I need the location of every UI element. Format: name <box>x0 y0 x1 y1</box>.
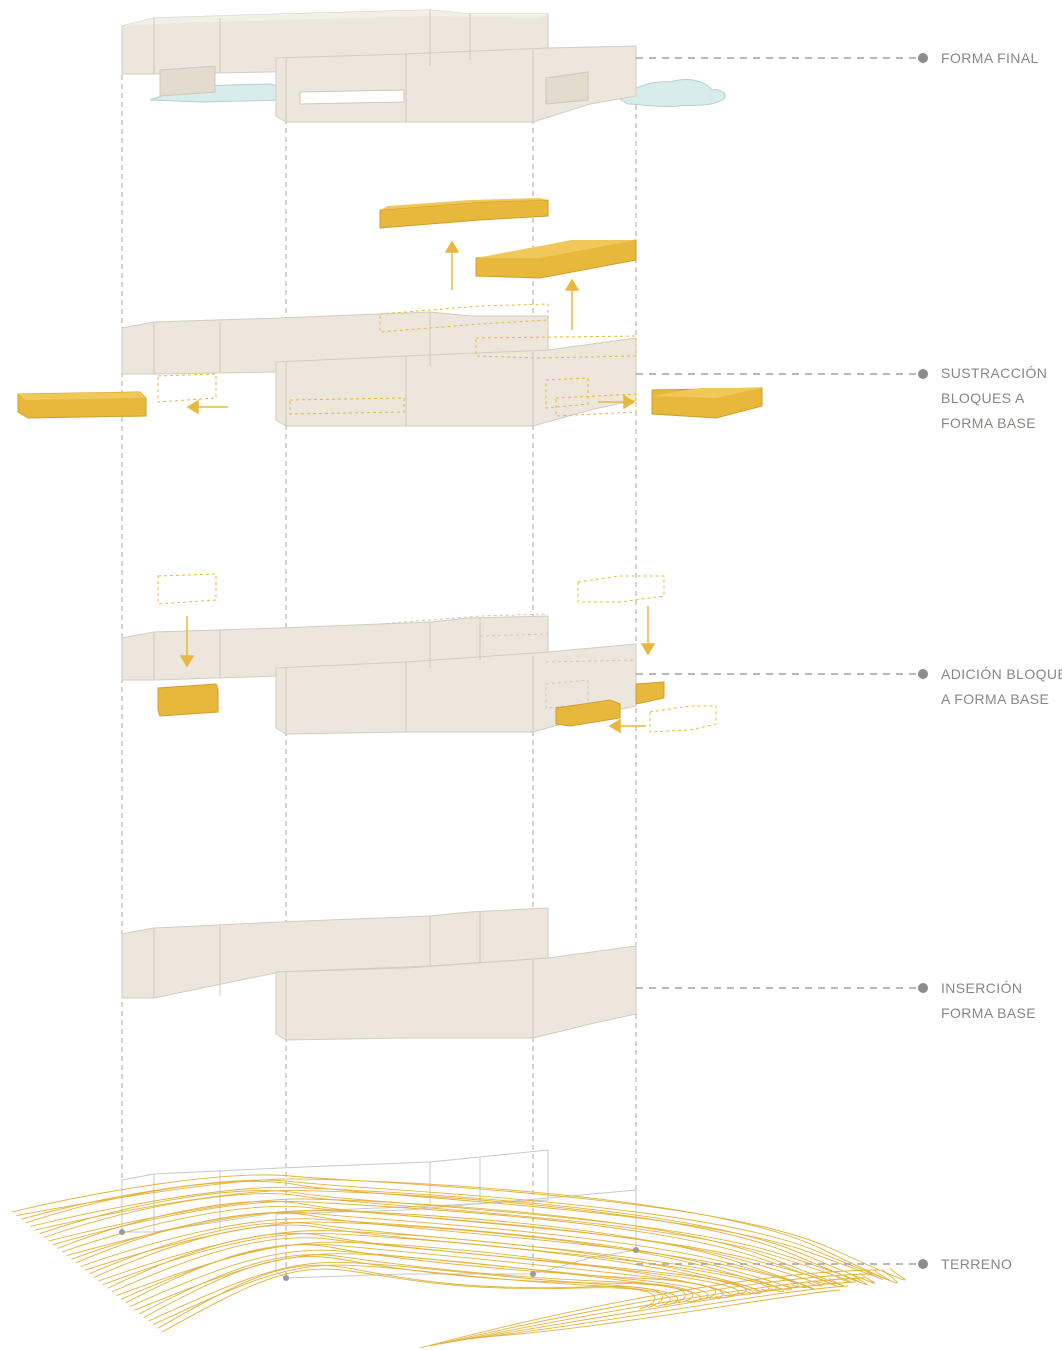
contour-line <box>80 1218 792 1291</box>
contour-line <box>439 1277 865 1345</box>
add-edges <box>153 618 534 734</box>
added-block-right-1 <box>555 699 621 727</box>
subtracted-block-top-1-top <box>380 198 548 210</box>
contour-line <box>75 1212 800 1288</box>
leader-dot-adicion <box>918 669 928 679</box>
final-back-top <box>122 10 548 26</box>
contour-line <box>161 1268 656 1333</box>
leader-dot-terreno <box>918 1259 928 1269</box>
base-back-mass <box>121 907 549 999</box>
final-opening-right <box>545 71 589 105</box>
contour-line <box>459 1285 849 1341</box>
label-sustraccion-line-1: SUSTRACCIÓN <box>941 365 1047 381</box>
label-adicion-line-2: A FORMA BASE <box>941 691 1049 707</box>
base-edges <box>153 912 534 1040</box>
label-sustraccion-line-3: FORMA BASE <box>941 415 1036 431</box>
layer-terreno <box>11 1149 906 1349</box>
stage-labels: FORMA FINAL SUSTRACCIÓN BLOQUES A FORMA … <box>941 50 1062 1272</box>
contour-line <box>120 1243 724 1300</box>
sub-ghost-outlines <box>157 303 637 417</box>
arrow-left <box>186 399 228 415</box>
contour-line <box>11 1174 906 1281</box>
label-forma-final-line-1: FORMA FINAL <box>941 50 1039 66</box>
contour-line <box>152 1264 671 1326</box>
subtracted-block-right-top <box>652 388 762 398</box>
contour-line <box>102 1232 754 1295</box>
subtracted-block-left-top <box>18 392 146 400</box>
layer-sustraccion <box>17 198 763 427</box>
terrain-corner-dots <box>119 1229 639 1281</box>
layer-insercion <box>121 907 637 1041</box>
label-leaders <box>636 57 918 1265</box>
layer-adicion <box>121 573 717 735</box>
added-block-right-2 <box>635 681 665 705</box>
leader-dots <box>918 53 928 1269</box>
contour-line <box>419 1269 881 1349</box>
arrow-up-1 <box>444 240 460 290</box>
contour-line <box>25 1180 883 1280</box>
contour-line <box>449 1281 857 1343</box>
contour-line <box>429 1273 873 1347</box>
label-terreno-line-1: TERRENO <box>941 1256 1012 1272</box>
label-adicion-line-1: ADICIÓN BLOQUES <box>941 666 1062 682</box>
final-edges <box>153 10 534 122</box>
contour-line <box>143 1256 686 1318</box>
arrow-left-add <box>608 718 646 734</box>
subtracted-block-top-1 <box>379 199 549 229</box>
arrow-down-left <box>179 616 195 668</box>
label-insercion-line-2: FORMA BASE <box>941 1005 1036 1021</box>
sub-edges <box>153 312 534 426</box>
contour-line <box>66 1210 815 1290</box>
leader-dot-sustraccion <box>918 369 928 379</box>
arrow-right <box>598 394 636 410</box>
contour-line <box>39 1190 860 1283</box>
layer-forma-final <box>121 9 726 123</box>
contour-line <box>34 1189 868 1286</box>
contour-line <box>139 1254 694 1315</box>
contour-line <box>61 1205 823 1287</box>
arrow-up-2 <box>564 278 580 330</box>
contour-line <box>16 1178 898 1284</box>
subtracted-block-top-2-top <box>476 240 636 258</box>
contour-line <box>30 1186 875 1284</box>
contour-line <box>52 1201 838 1287</box>
contour-line <box>43 1193 853 1283</box>
contour-line <box>111 1237 739 1297</box>
added-block-left <box>157 683 219 717</box>
label-sustraccion-line-2: BLOQUES A <box>941 390 1025 406</box>
contour-line <box>157 1264 664 1329</box>
arrow-down-right <box>640 606 656 656</box>
contour-line <box>57 1200 830 1285</box>
terrain-footprint <box>121 1149 637 1279</box>
contour-line <box>48 1198 845 1287</box>
contour-line <box>116 1241 732 1298</box>
terrain-contour-lines <box>11 1174 906 1349</box>
final-opening-left <box>159 65 216 97</box>
final-opening-center <box>299 89 405 105</box>
base-front-mass <box>275 945 637 1041</box>
contour-line <box>469 1289 841 1339</box>
water-pool-right <box>617 79 726 108</box>
leader-dot-insercion <box>918 983 928 993</box>
label-insercion-line-1: INSERCIÓN <box>941 980 1022 996</box>
leader-dot-forma-final <box>918 53 928 63</box>
contour-line <box>148 1261 679 1322</box>
